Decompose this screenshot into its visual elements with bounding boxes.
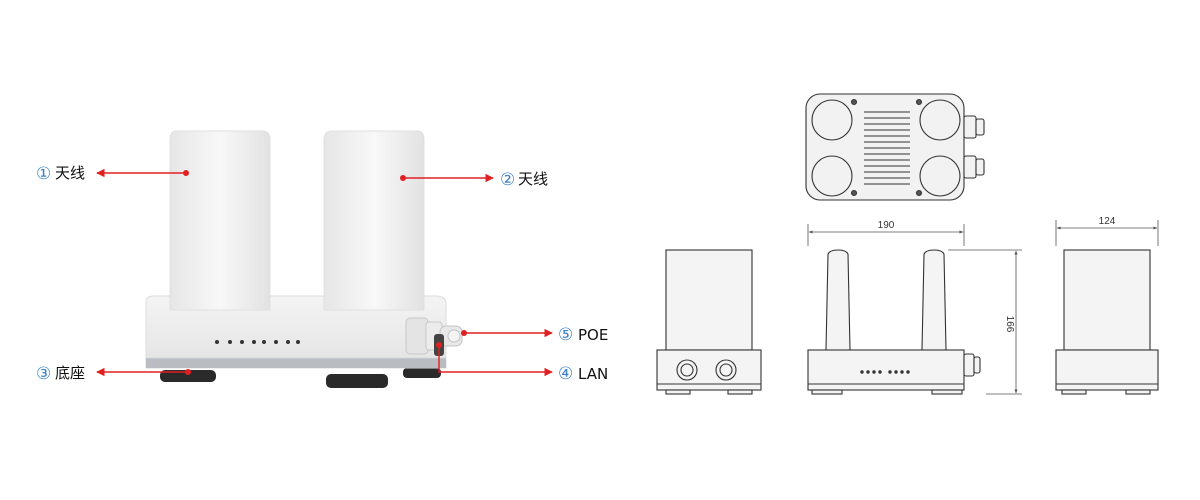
front-view <box>807 249 981 395</box>
top-view-vent <box>864 111 910 185</box>
callout-3-number: ③ <box>36 364 51 384</box>
callout-2: ② 天线 <box>400 170 548 190</box>
callout-4-leader <box>438 345 553 377</box>
foot-mid <box>326 374 388 388</box>
foot-left <box>160 370 216 382</box>
dimension-height-label: 166 <box>1004 316 1015 333</box>
product-photo <box>145 130 463 388</box>
callout-5-number: ⑤ <box>558 325 573 345</box>
base-trim <box>146 358 446 368</box>
callout-2-label: 天线 <box>518 170 548 188</box>
antenna-right <box>323 130 425 311</box>
callout-5-label: POE <box>578 326 608 344</box>
led-row <box>215 340 300 344</box>
callout-3-label: 底座 <box>55 364 85 382</box>
front-view-leds <box>860 370 910 374</box>
foot-right <box>403 368 441 378</box>
callout-1-label: 天线 <box>55 164 85 182</box>
callout-1-number: ① <box>36 164 51 184</box>
callout-4: ④ LAN <box>436 342 608 384</box>
callout-4-number: ④ <box>558 364 573 384</box>
dimension-depth-label: 124 <box>1099 216 1116 227</box>
callout-4-label: LAN <box>578 365 608 383</box>
callout-1: ① 天线 <box>36 164 189 184</box>
antenna-left <box>169 130 271 311</box>
side-view-left <box>656 249 762 395</box>
side-view-right <box>1055 249 1159 395</box>
dimension-width <box>807 224 965 246</box>
callout-5: ⑤ POE <box>461 325 608 345</box>
dimension-width-label: 190 <box>878 220 895 231</box>
callout-2-number: ② <box>500 170 515 190</box>
dimension-height <box>948 249 1022 395</box>
base-body <box>145 295 447 369</box>
top-view <box>805 93 985 201</box>
callout-3: ③ 底座 <box>36 364 191 384</box>
dimension-depth <box>1055 220 1159 246</box>
